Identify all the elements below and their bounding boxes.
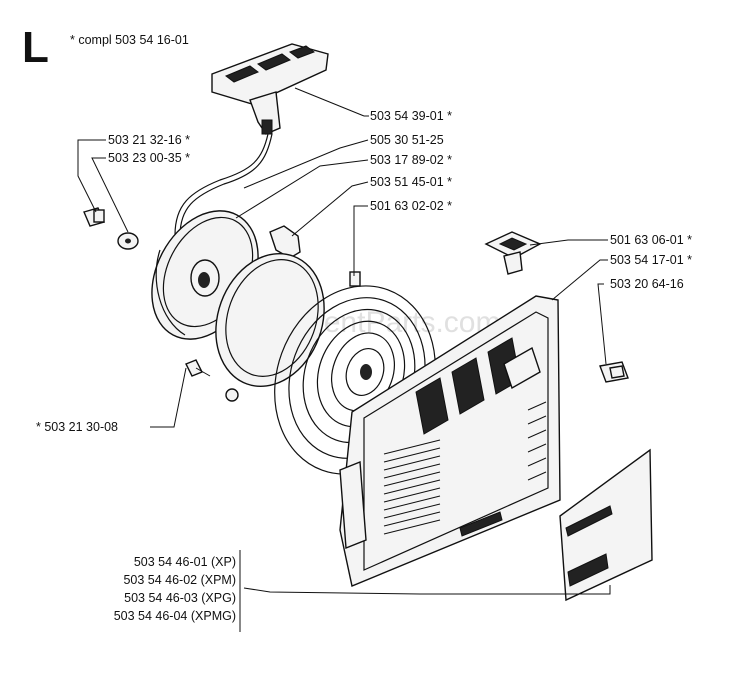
label-cover-screw: 503 20 64-16 bbox=[610, 277, 684, 291]
decal-variant-list: 503 54 46-01 (XP) 503 54 46-02 (XPM) 503… bbox=[114, 550, 241, 632]
screw-503-21-30-08 bbox=[185, 359, 211, 377]
callout-labels: 503 54 39-01 * 505 30 51-25 503 17 89-02… bbox=[36, 109, 692, 434]
washer-503-23-00-35 bbox=[117, 232, 139, 250]
decal-variant: 503 54 46-03 (XPG) bbox=[124, 591, 236, 605]
screw-503-21-32-16 bbox=[83, 207, 105, 227]
label-spring: 501 63 02-02 * bbox=[370, 199, 452, 213]
starter-cover bbox=[339, 295, 561, 587]
cover-vents-right bbox=[527, 401, 547, 481]
label-pawl: 503 51 45-01 * bbox=[370, 175, 452, 189]
decal bbox=[559, 448, 653, 602]
label-rope-guide: 501 63 06-01 * bbox=[610, 233, 692, 247]
label-rope: 505 30 51-25 bbox=[370, 133, 444, 147]
starter-pawl-bracket bbox=[215, 225, 325, 402]
decal-variant: 503 54 46-02 (XPM) bbox=[123, 573, 236, 587]
starter-rope bbox=[174, 133, 269, 236]
label-washer: 503 23 00-35 * bbox=[108, 151, 190, 165]
cover-grille-top bbox=[415, 337, 541, 435]
label-cover-assy: 503 54 17-01 * bbox=[610, 253, 692, 267]
section-letter: L bbox=[22, 23, 49, 72]
label-screw-top: 503 21 32-16 * bbox=[108, 133, 190, 147]
decal-variant: 503 54 46-04 (XPMG) bbox=[114, 609, 236, 623]
label-screw-left: * 503 21 30-08 bbox=[36, 420, 118, 434]
decal-variant: 503 54 46-01 (XP) bbox=[134, 555, 236, 569]
cover-vents-left bbox=[383, 439, 441, 535]
cover-screw bbox=[599, 361, 629, 383]
rope-guide bbox=[484, 231, 542, 275]
label-pulley: 503 17 89-02 * bbox=[370, 153, 452, 167]
header-label: * compl 503 54 16-01 bbox=[70, 33, 189, 47]
leader-lines bbox=[77, 87, 611, 595]
label-handle: 503 54 39-01 * bbox=[370, 109, 452, 123]
starter-handle bbox=[211, 43, 329, 135]
